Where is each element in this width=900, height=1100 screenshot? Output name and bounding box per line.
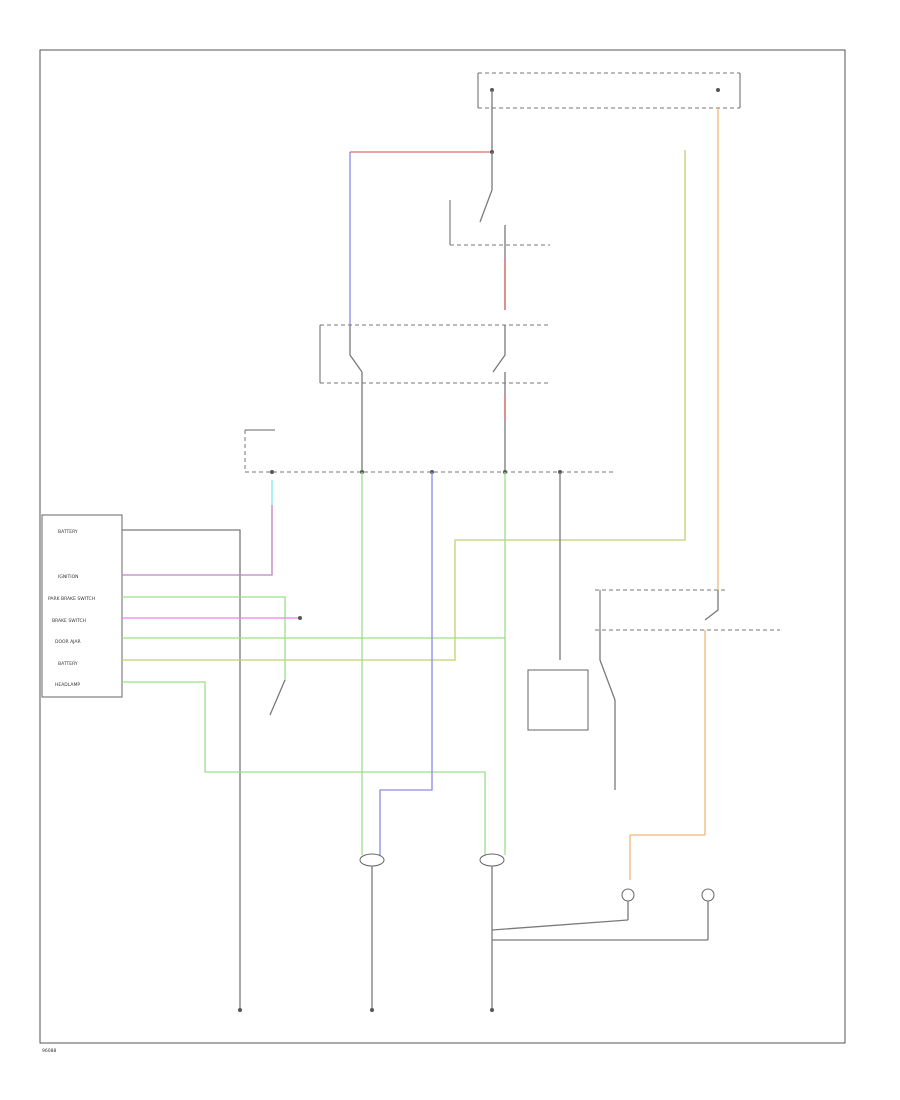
module-pin-3: PARK BRAKE SWITCH	[48, 596, 95, 602]
wire-blue-center	[379, 472, 433, 855]
module-pin-1: BATTERY	[58, 529, 78, 535]
lamp-courtesy-right	[701, 888, 715, 940]
module-pin-4: BRAKE SWITCH	[52, 618, 86, 624]
door-switches	[319, 324, 550, 470]
fuse-top-right	[716, 88, 720, 92]
diagram-frame	[39, 49, 846, 1044]
lamp-courtesy-left	[621, 888, 635, 920]
control-module: BATTERY IGNITION PARK BRAKE SWITCH BRAKE…	[41, 514, 123, 698]
wire-green-headlamp	[122, 681, 486, 855]
park-brake-switch	[269, 616, 302, 716]
junction-block	[244, 429, 615, 474]
module-pin-7: HEADLAMP	[55, 682, 80, 688]
module-pin-6: BATTERY	[58, 661, 78, 667]
module-pin-2: IGNITION	[58, 574, 79, 580]
lamp-right	[479, 853, 505, 1010]
wire-pink-ign	[122, 505, 273, 576]
wire-green-park	[122, 596, 286, 680]
lighting-relay	[527, 472, 616, 790]
fuse-block-top	[477, 72, 741, 109]
wire-olive-batt	[122, 150, 686, 661]
lamp-left	[359, 853, 385, 1010]
module-pin-5: DOOR AJAR	[55, 639, 81, 645]
fuse-panel-right	[595, 589, 780, 631]
dome-switch	[449, 152, 550, 310]
ground-points	[238, 1008, 494, 1012]
diagram-footer-code: 96088	[42, 1048, 56, 1054]
